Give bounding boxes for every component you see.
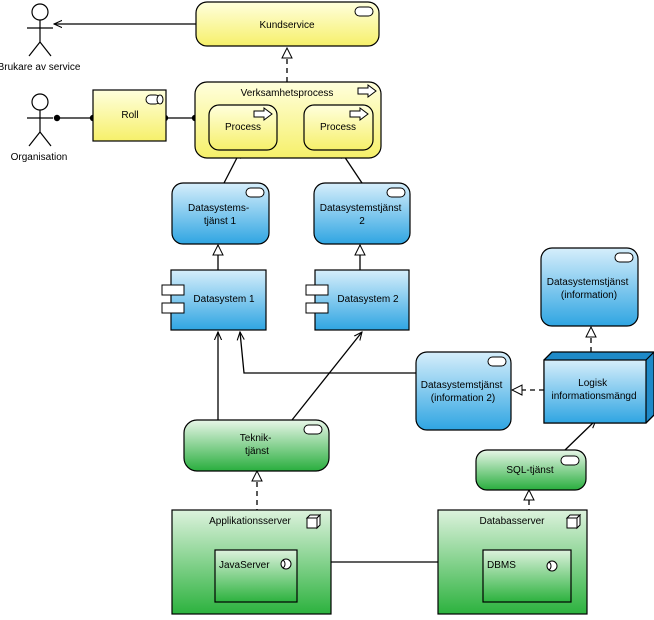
- node-label-line-1: Datasystems-: [188, 203, 249, 214]
- node-label-line-2: informationsmängd: [551, 391, 636, 402]
- node-label: Logisk informationsmängd: [551, 378, 636, 402]
- node-label: Datasystemstjänst (information 2): [421, 380, 505, 404]
- service-icon: [386, 187, 406, 198]
- app-service-information-2[interactable]: Datasystemstjänst (information 2): [415, 351, 512, 431]
- component-icon: [161, 284, 185, 314]
- node-label-line-1: Logisk: [578, 378, 608, 389]
- business-role[interactable]: Roll: [92, 89, 167, 142]
- service-icon: [487, 356, 507, 367]
- access-sql-to-data: [564, 420, 596, 451]
- actor-service-user[interactable]: Brukare av service: [0, 3, 81, 73]
- tech-service-sql[interactable]: SQL-tjänst: [475, 449, 587, 491]
- process-arrow-icon: [349, 107, 369, 121]
- service-icon: [614, 252, 634, 263]
- node-label-line-2: (information): [561, 290, 617, 301]
- node-cube-icon: [565, 513, 582, 530]
- node-label-line-1: Teknik-: [240, 433, 272, 444]
- service-icon: [560, 455, 580, 466]
- service-icon: [245, 187, 265, 198]
- node-label: Process: [225, 122, 261, 133]
- node-label: Roll: [121, 110, 138, 121]
- actor-label: Organisation: [11, 152, 68, 163]
- system-software-icon: [546, 560, 558, 572]
- role-icon: [145, 94, 164, 105]
- node-label-line-1: Datasystemstjänst: [421, 380, 503, 391]
- node-label: Verksamhetsprocess: [241, 88, 334, 99]
- process-arrow-icon: [253, 107, 273, 121]
- node-label-line-2: (information 2): [431, 393, 495, 404]
- node-label: Databasserver: [479, 516, 545, 527]
- node-label: Datasystem 1: [193, 294, 255, 305]
- tech-service[interactable]: Teknik- tjänst: [183, 419, 330, 472]
- app-service-1[interactable]: Datasystems- tjänst 1: [171, 182, 270, 245]
- actor-label: Brukare av service: [0, 62, 81, 73]
- serves-infoservice2-to-component1: [240, 332, 416, 374]
- app-component-1[interactable]: Datasystem 1: [161, 269, 267, 331]
- node-label: DBMS: [487, 560, 516, 571]
- business-service-kundservice[interactable]: Kundservice: [195, 1, 380, 47]
- system-software-icon: [280, 558, 292, 570]
- node-label: Datasystemstjänst (information): [547, 277, 631, 301]
- actor-organisation[interactable]: Organisation: [11, 93, 68, 163]
- node-label-line-1: Datasystemstjänst: [320, 203, 402, 214]
- serves-techservice-to-component2: [291, 332, 362, 421]
- system-software-javaserver[interactable]: JavaServer: [214, 549, 298, 603]
- node-label: Datasystem 2: [337, 294, 399, 305]
- node-label-line-2: tjänst 1: [204, 216, 237, 227]
- node-cube-icon: [305, 513, 322, 530]
- service-icon: [303, 424, 323, 435]
- app-service-information[interactable]: Datasystemstjänst (information): [540, 247, 639, 327]
- service-icon: [354, 6, 374, 17]
- node-label-line-2: 2: [359, 216, 365, 227]
- node-label-line-1: Datasystemstjänst: [547, 277, 629, 288]
- node-label-line-2: tjänst: [245, 446, 269, 457]
- app-service-2[interactable]: Datasystemstjänst 2: [313, 182, 411, 245]
- data-object-logical[interactable]: Logisk informationsmängd: [543, 351, 654, 424]
- app-component-2[interactable]: Datasystem 2: [305, 269, 410, 331]
- node-label: Process: [320, 122, 356, 133]
- node-label: SQL-tjänst: [506, 465, 553, 476]
- stick-figure-icon: [27, 93, 53, 147]
- business-process-1[interactable]: Process: [208, 104, 278, 151]
- business-process-2[interactable]: Process: [303, 104, 374, 151]
- system-software-dbms[interactable]: DBMS: [482, 549, 572, 603]
- process-arrow-icon: [357, 84, 377, 98]
- node-label: Teknik- tjänst: [240, 433, 274, 457]
- node-label: Kundservice: [259, 20, 314, 31]
- node-label: Applikationsserver: [209, 516, 291, 527]
- node-label: Datasystemstjänst 2: [320, 203, 404, 227]
- node-label: Datasystems- tjänst 1: [188, 203, 252, 227]
- stick-figure-icon: [27, 3, 53, 57]
- component-icon: [305, 284, 329, 314]
- node-label: JavaServer: [219, 560, 270, 571]
